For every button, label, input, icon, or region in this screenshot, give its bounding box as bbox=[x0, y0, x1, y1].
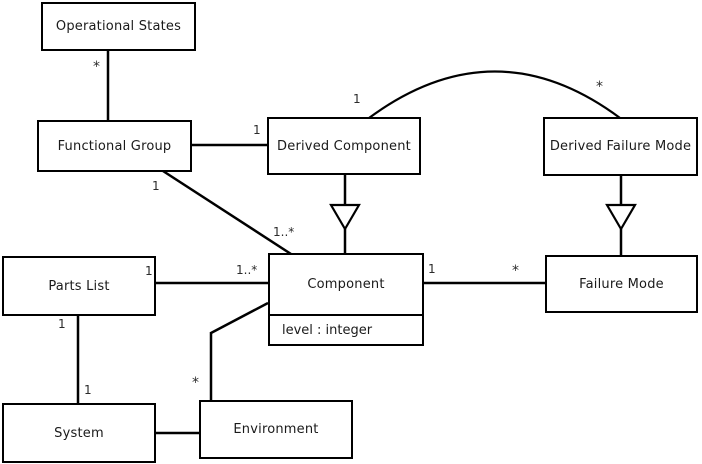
multiplicity-component-diagonal-many: 1..* bbox=[273, 225, 295, 239]
multiplicity-system-top: 1 bbox=[84, 383, 92, 397]
association-component-environment-diagonal bbox=[210, 301, 269, 335]
association-functional-group-component bbox=[162, 169, 292, 256]
class-box-component[interactable]: Component level : integer bbox=[268, 253, 424, 346]
multiplicity-parts-list-right: 1 bbox=[145, 264, 153, 278]
multiplicity-parts-list-component-many: 1..* bbox=[236, 263, 258, 277]
class-box-derived-component[interactable]: Derived Component bbox=[267, 117, 421, 175]
multiplicity-arc-derived-failure-mode: * bbox=[596, 79, 603, 95]
class-box-operational-states[interactable]: Operational States bbox=[41, 2, 196, 51]
multiplicity-functional-group-component: 1 bbox=[152, 179, 160, 193]
class-box-functional-group[interactable]: Functional Group bbox=[37, 120, 192, 172]
class-name-parts-list: Parts List bbox=[48, 278, 110, 294]
generalization-triangle-derived-component bbox=[329, 203, 361, 232]
class-name-system: System bbox=[54, 425, 104, 441]
association-arc-derived-component-derived-failure-mode bbox=[368, 70, 621, 119]
class-box-environment[interactable]: Environment bbox=[199, 400, 353, 459]
class-name-operational-states: Operational States bbox=[55, 19, 182, 34]
class-name-derived-component: Derived Component bbox=[277, 138, 411, 154]
multiplicity-arc-derived-component: 1 bbox=[353, 92, 361, 106]
class-name-component: Component bbox=[307, 277, 385, 292]
class-name-failure-mode: Failure Mode bbox=[579, 276, 664, 292]
multiplicity-environment-top: * bbox=[192, 375, 199, 391]
class-box-failure-mode[interactable]: Failure Mode bbox=[545, 255, 698, 313]
multiplicity-parts-list-bottom: 1 bbox=[58, 317, 66, 331]
multiplicity-component-failure-mode: 1 bbox=[428, 262, 436, 276]
class-attribute-component-level: level : integer bbox=[270, 314, 422, 344]
class-name-derived-failure-mode: Derived Failure Mode bbox=[549, 139, 692, 154]
multiplicity-functional-group-derived-component: 1 bbox=[253, 123, 261, 137]
class-name-environment: Environment bbox=[233, 422, 319, 437]
class-box-derived-failure-mode[interactable]: Derived Failure Mode bbox=[543, 117, 698, 176]
class-box-system[interactable]: System bbox=[2, 403, 156, 463]
class-box-parts-list[interactable]: Parts List bbox=[2, 256, 156, 316]
class-name-functional-group: Functional Group bbox=[57, 138, 172, 154]
multiplicity-failure-mode-left: * bbox=[512, 263, 519, 279]
multiplicity-operational-states: * bbox=[93, 59, 100, 75]
generalization-triangle-derived-failure-mode bbox=[605, 203, 637, 232]
